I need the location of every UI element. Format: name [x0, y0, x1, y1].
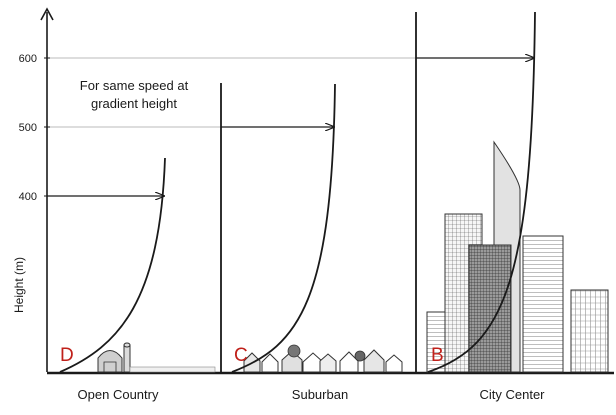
skyscrapers-icon [426, 140, 609, 373]
y-axis-arrow [40, 7, 54, 21]
wind-profile-open-country [59, 157, 166, 373]
annotation-line-2: gradient height [91, 96, 177, 111]
region-label-open-country: Open Country [78, 387, 159, 402]
region-label-suburban: Suburban [292, 387, 348, 402]
annotation-line-1: For same speed at [80, 78, 189, 93]
suburban-panel [221, 83, 403, 373]
region-label-city-center: City Center [479, 387, 545, 402]
tick-label-400: 400 [19, 191, 37, 203]
marker-letter-b: B [431, 345, 444, 366]
houses-icon [243, 344, 403, 373]
y-axis-label: Height (m) [12, 257, 26, 313]
open-country-panel [47, 157, 216, 373]
wind-profile-city [427, 11, 536, 373]
barn-icon [97, 342, 131, 373]
wind-profile-suburban [231, 83, 336, 373]
tick-label-500: 500 [19, 122, 37, 134]
tick-label-600: 600 [19, 53, 37, 65]
open-field-strip [129, 366, 216, 373]
marker-letter-c: C [234, 345, 248, 366]
marker-letter-d: D [60, 345, 74, 366]
city-panel [416, 11, 609, 373]
